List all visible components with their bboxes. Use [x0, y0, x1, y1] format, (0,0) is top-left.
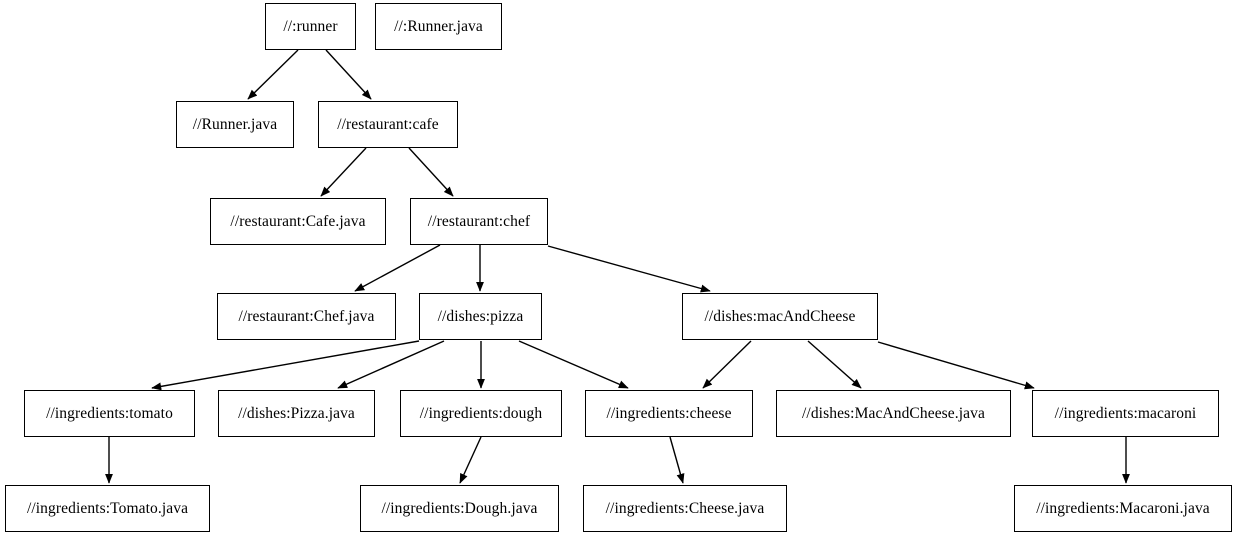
graph-node-dishes_mac_cheese_java[interactable]: //dishes:MacAndCheese.java — [776, 390, 1011, 437]
graph-node-label: //ingredients:Tomato.java — [26, 499, 189, 517]
graph-node-label: //dishes:macAndCheese — [704, 307, 856, 325]
graph-node-ingredients_dough[interactable]: //ingredients:dough — [400, 390, 562, 437]
graph-node-label: //restaurant:chef — [427, 212, 531, 230]
graph-node-restaurant_chef_java[interactable]: //restaurant:Chef.java — [217, 293, 396, 340]
graph-node-dishes_mac_and_cheese[interactable]: //dishes:macAndCheese — [682, 293, 878, 340]
graph-node-ingredients_macaroni_java[interactable]: //ingredients:Macaroni.java — [1014, 485, 1232, 532]
graph-node-runner_target[interactable]: //:runner — [265, 3, 356, 50]
graph-node-ingredients_macaroni[interactable]: //ingredients:macaroni — [1032, 390, 1219, 437]
graph-node-label: //dishes:MacAndCheese.java — [802, 404, 985, 422]
graph-node-label: //ingredients:tomato — [46, 404, 173, 422]
graph-node-ingredients_cheese_java[interactable]: //ingredients:Cheese.java — [583, 485, 787, 532]
graph-node-label: //dishes:pizza — [437, 307, 524, 325]
graph-node-label: //restaurant:cafe — [337, 115, 439, 133]
graph-node-label: //ingredients:dough — [419, 404, 543, 422]
graph-node-label: //ingredients:Macaroni.java — [1036, 499, 1210, 517]
graph-node-label: //ingredients:Cheese.java — [605, 499, 765, 517]
graph-node-label: //ingredients:macaroni — [1054, 404, 1197, 422]
graph-node-dishes_pizza[interactable]: //dishes:pizza — [419, 293, 542, 340]
graph-node-label: //ingredients:Dough.java — [381, 499, 538, 517]
graph-node-restaurant_cafe[interactable]: //restaurant:cafe — [318, 101, 458, 148]
graph-node-label: //ingredients:cheese — [606, 404, 732, 422]
graph-node-label: //:Runner.java — [394, 17, 483, 35]
graph-node-runner_java[interactable]: //Runner.java — [176, 101, 294, 148]
graph-node-restaurant_cafe_java[interactable]: //restaurant:Cafe.java — [210, 198, 386, 245]
graph-node-root_runner_java[interactable]: //:Runner.java — [375, 3, 502, 50]
graph-node-ingredients_tomato_java[interactable]: //ingredients:Tomato.java — [5, 485, 210, 532]
graph-node-ingredients_dough_java[interactable]: //ingredients:Dough.java — [360, 485, 559, 532]
graph-node-label: //restaurant:Chef.java — [238, 307, 375, 325]
graph-node-label: //:runner — [283, 17, 338, 35]
graph-node-label: //Runner.java — [192, 115, 278, 133]
graph-node-restaurant_chef[interactable]: //restaurant:chef — [410, 198, 548, 245]
graph-node-ingredients_cheese[interactable]: //ingredients:cheese — [585, 390, 753, 437]
graph-node-dishes_pizza_java[interactable]: //dishes:Pizza.java — [218, 390, 375, 437]
graph-node-label: //restaurant:Cafe.java — [230, 212, 366, 230]
graph-node-label: //dishes:Pizza.java — [238, 404, 355, 422]
graph-node-ingredients_tomato[interactable]: //ingredients:tomato — [24, 390, 195, 437]
